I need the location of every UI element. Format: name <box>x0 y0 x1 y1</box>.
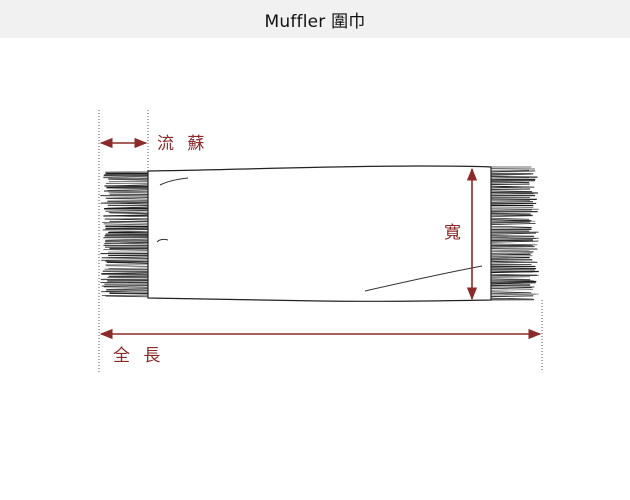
fringe-strand <box>105 295 149 298</box>
fringe-strand <box>490 239 533 242</box>
fringe-strand <box>101 257 149 259</box>
fringe-strand <box>490 270 539 274</box>
fringe-strand <box>490 276 531 278</box>
fringe-strand <box>490 173 531 176</box>
fringe-strand <box>108 178 149 181</box>
left-fringe <box>100 171 149 298</box>
fringe-strand <box>105 242 149 245</box>
fringe-strand <box>108 275 149 278</box>
fringe-strand <box>105 209 149 212</box>
right-fringe <box>490 166 539 301</box>
fringe-strand <box>490 289 534 291</box>
fringe-strand <box>490 186 530 189</box>
fringe-strand <box>104 202 149 205</box>
fringe-strand <box>490 297 534 300</box>
fringe-strand <box>490 282 536 285</box>
fringe-strand <box>490 235 535 238</box>
fringe-strand <box>490 256 530 259</box>
fringe-strand <box>101 272 149 275</box>
width-label: 寬 <box>444 223 465 243</box>
header-bar: Muffler 圍巾 <box>0 0 630 38</box>
wrinkle-top-left <box>159 177 189 186</box>
fringe-strand <box>490 274 537 277</box>
fringe-strand <box>106 261 149 264</box>
fringe-strand <box>108 267 149 269</box>
fringe-strand <box>490 278 531 281</box>
fringe-strand <box>490 232 537 235</box>
fringe-strand <box>490 193 534 195</box>
fringe-strand <box>107 189 149 191</box>
fringe-strand <box>490 208 539 210</box>
fringe-strand <box>103 223 149 226</box>
fringe-strand <box>490 295 534 298</box>
fringe-strand <box>490 219 532 222</box>
fringe-strand <box>490 255 533 257</box>
fringe-label: 流 蘇 <box>157 134 208 154</box>
fringe-strand <box>490 252 533 254</box>
fringe-strand <box>490 217 530 220</box>
fringe-strand <box>107 200 149 203</box>
fringe-strand <box>105 265 149 267</box>
fringe-strand <box>490 212 531 215</box>
fringe-strand <box>490 293 539 296</box>
fringe-strand <box>103 249 149 251</box>
fringe-strand <box>105 227 149 230</box>
fringe-strand <box>490 170 536 173</box>
fringe-strand <box>490 175 538 178</box>
fringe-strand <box>490 221 531 224</box>
fringe-strand <box>109 212 149 215</box>
fringe-strand <box>105 238 149 241</box>
fringe-strand <box>490 223 536 225</box>
fringe-strand <box>105 290 149 292</box>
fringe-strand <box>490 261 536 264</box>
fringe-strand <box>490 201 534 203</box>
fringe-strand <box>490 291 532 294</box>
fringe-strand <box>108 191 149 194</box>
fringe-strand <box>105 197 149 199</box>
fringe-strand <box>105 218 149 221</box>
fringe-strand <box>490 280 537 283</box>
wrinkle-mid-left <box>156 238 169 243</box>
fringe-strand <box>490 253 531 256</box>
fringe-strand <box>490 287 532 289</box>
fringe-strand <box>104 268 149 271</box>
fringe-strand <box>490 268 535 271</box>
fringe-strand <box>107 198 149 200</box>
fringe-strand <box>490 190 533 193</box>
total-length-label: 全 長 <box>113 346 164 366</box>
fringe-strand <box>103 177 149 179</box>
fringe-strand <box>105 260 149 263</box>
scarf-body <box>147 165 492 303</box>
fringe-strand <box>490 243 538 246</box>
page-title: Muffler 圍巾 <box>264 11 366 32</box>
fringe-strand <box>490 225 532 228</box>
fringe-strand <box>103 175 149 178</box>
fringe-strand <box>490 181 530 184</box>
fringe-strand <box>490 245 535 248</box>
fringe-strand <box>108 215 149 218</box>
fringe-strand <box>490 183 530 186</box>
fringe-strand <box>490 248 538 250</box>
fringe-strand <box>490 237 539 239</box>
fringe-strand <box>490 249 530 252</box>
fringe-strand <box>106 288 149 291</box>
fringe-strand <box>101 285 149 287</box>
fringe-strand <box>490 215 533 218</box>
fringe-strand <box>490 179 536 183</box>
fringe-strand <box>109 230 149 233</box>
fringe-strand <box>102 222 149 224</box>
fringe-strand <box>490 240 539 243</box>
fringe-strand <box>490 267 537 270</box>
